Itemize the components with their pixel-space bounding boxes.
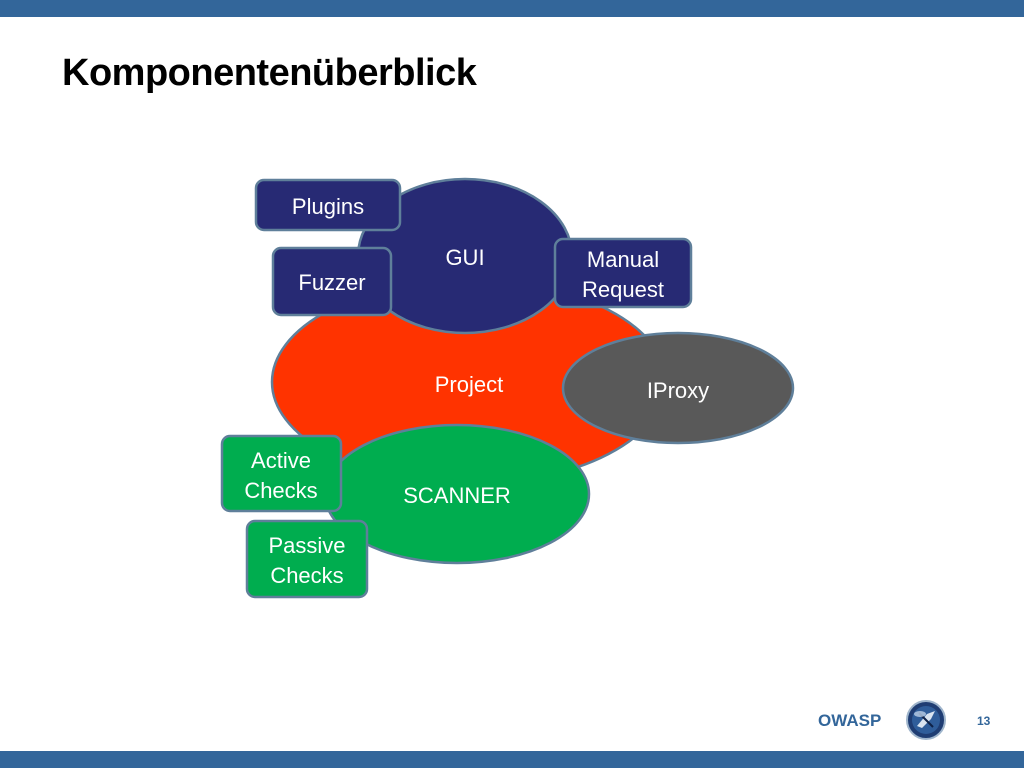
manual-request-label-line1: Manual [587, 247, 659, 272]
page-number: 13 [977, 714, 991, 728]
top-bar [0, 0, 1024, 17]
passive-checks-box[interactable]: Passive Checks [245, 519, 369, 599]
plugins-box[interactable]: Plugins [254, 178, 402, 232]
gui-label: GUI [445, 245, 484, 270]
project-ellipse[interactable]: Project [270, 278, 668, 486]
scanner-ellipse[interactable]: SCANNER [323, 423, 591, 565]
active-checks-label-line2: Checks [244, 478, 317, 503]
manual-request-box[interactable]: Manual Request [553, 237, 693, 309]
proxy-label: IProxy [647, 378, 709, 403]
proxy-ellipse[interactable]: IProxy [561, 331, 795, 445]
bottom-bar [0, 751, 1024, 768]
fuzzer-label: Fuzzer [298, 270, 365, 295]
plugins-label: Plugins [292, 194, 364, 219]
manual-request-label-line2: Request [582, 277, 664, 302]
active-checks-box[interactable]: Active Checks [220, 434, 343, 513]
project-label: Project [435, 372, 503, 397]
fuzzer-box[interactable]: Fuzzer [271, 246, 393, 317]
footer-brand: OWASP [818, 711, 882, 730]
passive-checks-label-line1: Passive [268, 533, 345, 558]
owasp-wasp-logo-icon [906, 700, 946, 740]
active-checks-label-line1: Active [251, 448, 311, 473]
scanner-label: SCANNER [403, 483, 511, 508]
slide-title: Komponentenüberblick [62, 52, 477, 94]
passive-checks-label-line2: Checks [270, 563, 343, 588]
